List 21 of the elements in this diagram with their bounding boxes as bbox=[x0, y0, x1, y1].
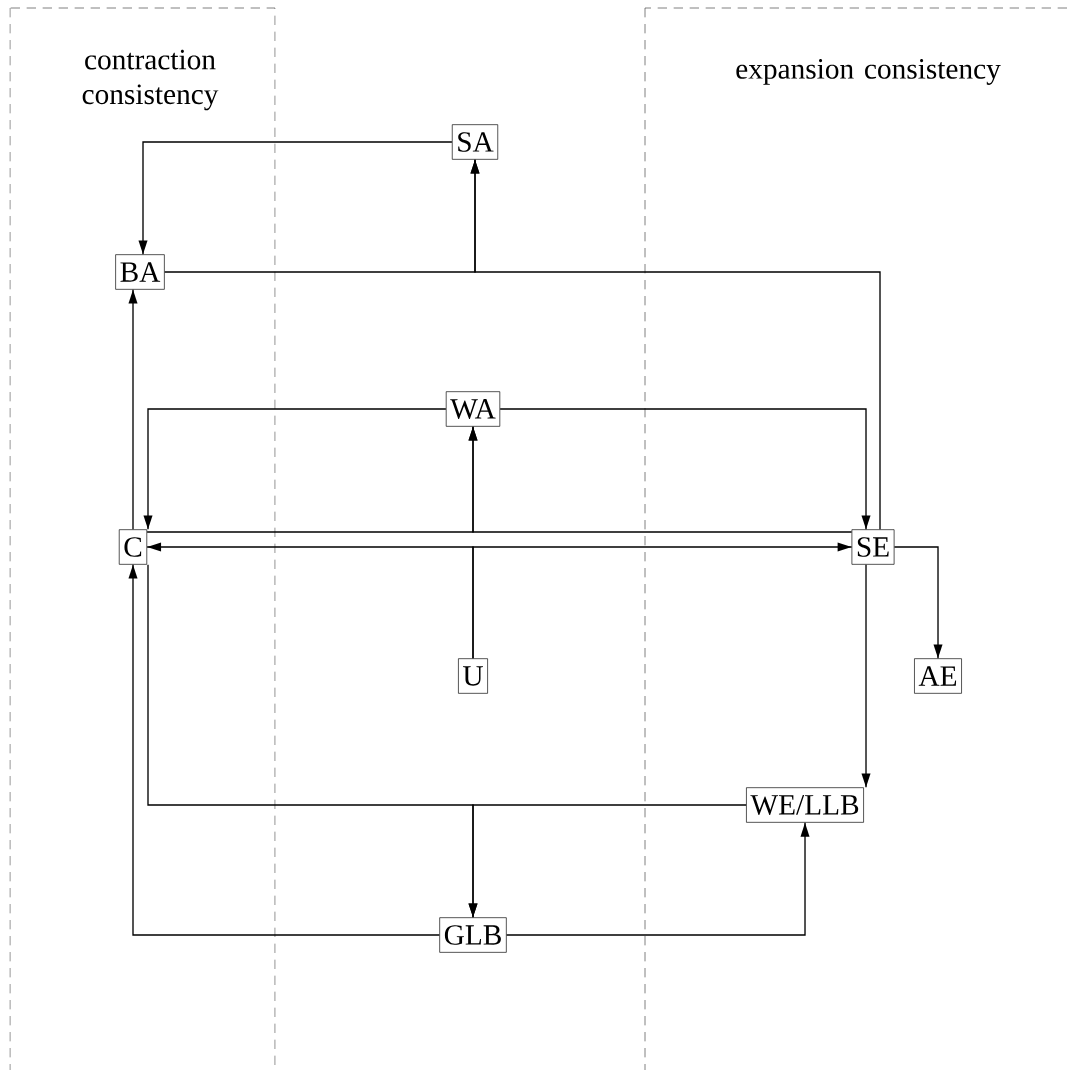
label-box: SE bbox=[851, 529, 895, 565]
arrow bbox=[128, 289, 138, 530]
label-box: SA bbox=[451, 124, 499, 160]
label-box: WA bbox=[445, 391, 501, 427]
label-box: C bbox=[118, 529, 148, 565]
arrow bbox=[468, 804, 747, 918]
arrow bbox=[470, 159, 881, 530]
arrow bbox=[499, 408, 871, 530]
arrow bbox=[128, 564, 440, 936]
arrow bbox=[138, 141, 453, 255]
arrow bbox=[861, 564, 871, 788]
label-box: BA bbox=[115, 254, 165, 290]
arrow bbox=[506, 822, 810, 936]
label-box: GLB bbox=[439, 917, 507, 953]
label-box: AE bbox=[914, 658, 962, 694]
arrow bbox=[143, 408, 447, 530]
arrow bbox=[468, 426, 853, 533]
arrow bbox=[472, 542, 853, 659]
label-box: U bbox=[458, 658, 488, 694]
arrow bbox=[893, 546, 943, 659]
label-box: WE/LLB bbox=[746, 787, 864, 823]
